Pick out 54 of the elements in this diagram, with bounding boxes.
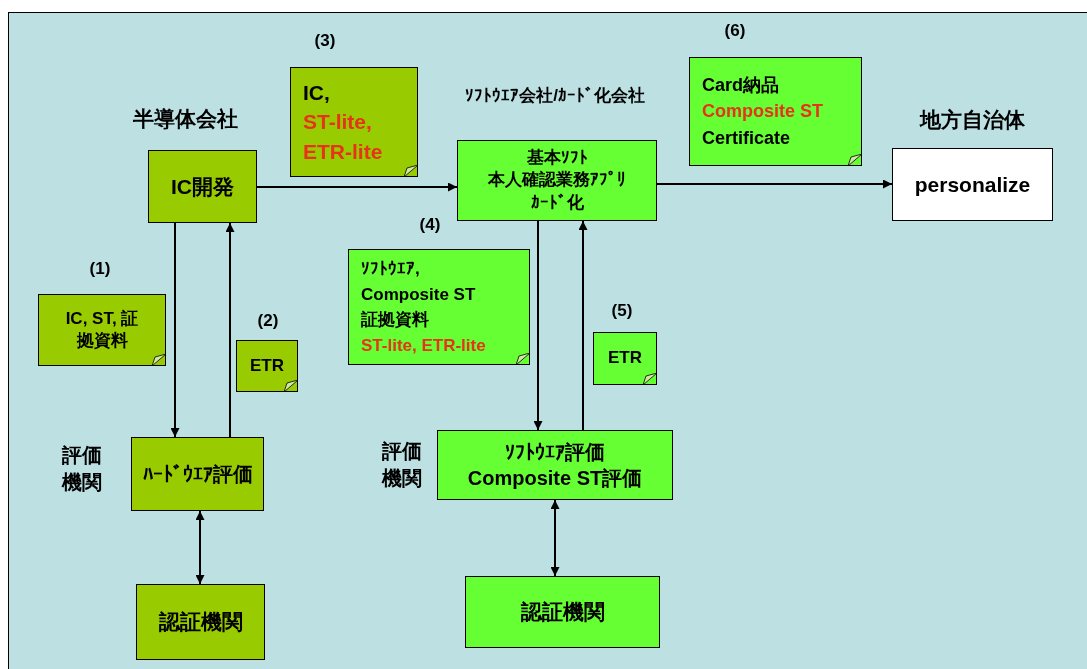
- group-heading: ｿﾌﾄｳｴｱ会社/ｶｰﾄﾞ化会社: [464, 85, 646, 107]
- process-box: [136, 584, 265, 660]
- arrow: [533, 220, 543, 431]
- arrow: [170, 222, 180, 438]
- sticky-note: [593, 332, 657, 385]
- arrow: [256, 182, 458, 192]
- process-box: [148, 150, 257, 223]
- box-text: IC開発: [171, 173, 234, 200]
- box-text: Composite ST: [361, 283, 476, 306]
- box-text: ﾊｰﾄﾞｳｴｱ評価: [142, 462, 253, 487]
- arrow: [656, 179, 893, 189]
- sticky-note: [38, 294, 166, 366]
- group-heading: 半導体会社: [131, 106, 239, 132]
- arrow: [195, 510, 205, 585]
- sticky-note: [290, 67, 418, 177]
- arrow: [578, 220, 588, 431]
- box-text: ｿﾌﾄｳｴｱ評価: [505, 440, 605, 465]
- group-heading: 評価機関: [380, 439, 423, 491]
- box-text: 認証機関: [520, 599, 605, 626]
- group-heading: (4): [418, 214, 442, 236]
- box-text: 基本ｿﾌﾄ: [526, 147, 588, 170]
- box-text: ST-lite, ETR-lite: [361, 334, 486, 357]
- box-text: ETR: [250, 354, 284, 377]
- group-heading: (1): [88, 258, 112, 280]
- box-text: Composite ST評価: [467, 466, 643, 491]
- box-text: personalize: [914, 171, 1031, 198]
- box-text: Card納品: [702, 74, 779, 98]
- group-heading: 評価機関: [60, 443, 103, 495]
- process-box: [465, 576, 660, 648]
- box-text: ST-lite, ETR-lite: [303, 109, 384, 165]
- box-text: Certificate: [702, 126, 791, 150]
- process-box: [131, 437, 264, 511]
- box-text: 認証機関: [158, 609, 243, 636]
- box-text: 本人確認業務ｱﾌﾟﾘ: [488, 169, 626, 192]
- sticky-note: [689, 57, 862, 166]
- group-heading: 地方自治体: [918, 107, 1026, 133]
- group-heading: (5): [610, 300, 634, 322]
- box-text: Composite ST: [702, 100, 823, 124]
- arrow: [225, 222, 235, 438]
- box-text: IC, ST, 証拠資料: [64, 307, 140, 352]
- box-text: 証拠資料: [361, 309, 429, 331]
- group-heading: (2): [256, 310, 280, 332]
- box-text: ETR: [608, 347, 642, 370]
- sticky-note: [236, 340, 298, 392]
- box-text: IC,: [303, 79, 330, 106]
- process-box: [457, 140, 657, 221]
- process-box: [437, 430, 673, 500]
- group-heading: (6): [723, 20, 747, 42]
- arrow: [550, 499, 560, 577]
- sticky-note: [348, 249, 530, 365]
- box-text: ｶｰﾄﾞ化: [530, 191, 584, 214]
- process-box: [892, 148, 1053, 221]
- box-text: ｿﾌﾄｳｴｱ,: [361, 258, 420, 280]
- group-heading: (3): [313, 30, 337, 52]
